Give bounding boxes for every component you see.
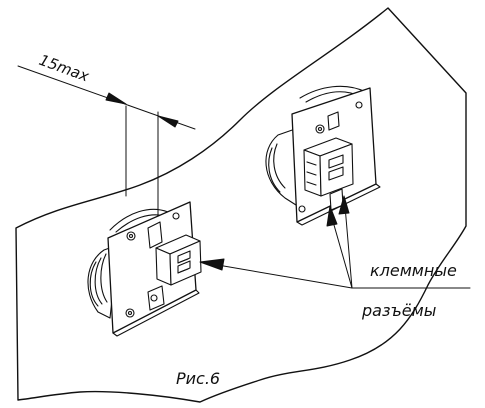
- rear-terminal-connector: [303, 137, 354, 197]
- screw-hole: [172, 212, 180, 220]
- wall-panel: [15, 7, 467, 403]
- callout-label-line1: клеммные: [370, 261, 457, 280]
- figure-caption: Рис.6: [176, 369, 220, 388]
- screw-hole: [315, 124, 325, 134]
- callout-leaders: [199, 195, 471, 289]
- screw-hole: [298, 205, 306, 213]
- leader-to-rear-connector-2: [344, 205, 353, 289]
- rear-housing: [265, 127, 299, 206]
- bottom-tab: [147, 285, 165, 311]
- callout-label-line2: разъёмы: [361, 301, 436, 320]
- dimension-arrow-left: [105, 92, 127, 105]
- leader-to-front-connector: [211, 263, 353, 289]
- screw-hole: [126, 231, 136, 241]
- screw-hole: [355, 101, 363, 109]
- top-tab: [147, 221, 163, 249]
- dimension-arrow-right: [157, 115, 179, 128]
- screw-hole: [125, 308, 135, 318]
- dimension-label: 15max: [37, 51, 92, 86]
- leader-to-rear-connector-1: [331, 217, 353, 289]
- front-terminal-connector: [155, 234, 202, 286]
- front-module: [87, 201, 202, 337]
- rear-module: [265, 85, 381, 226]
